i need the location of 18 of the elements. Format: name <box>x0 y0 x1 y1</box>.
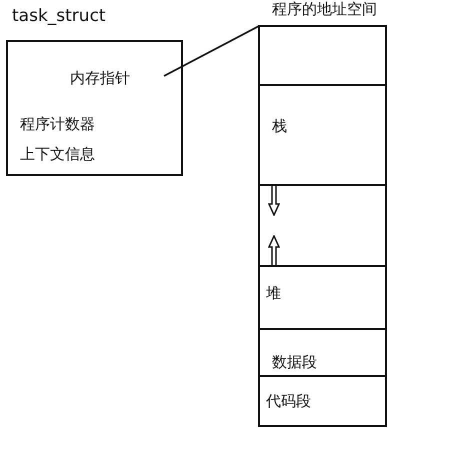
address-space-column <box>258 2 387 426</box>
field-label: 上下文信息 <box>20 144 120 164</box>
segment-label: 栈 <box>272 116 287 136</box>
segment-label: 堆 <box>266 283 281 303</box>
memory-segment <box>258 328 387 377</box>
field-label: 程序计数器 <box>20 114 120 134</box>
segment-label: 数据段 <box>272 352 317 372</box>
connector-line <box>164 25 260 77</box>
segment-label: 代码段 <box>266 391 311 411</box>
field-label: 内存指针 <box>70 68 166 88</box>
memory-segment <box>258 265 387 330</box>
empty-segment <box>258 25 387 86</box>
memory-segment <box>258 84 387 186</box>
struct-box <box>6 8 183 176</box>
empty-segment <box>258 184 387 267</box>
box-heading: task_struct <box>12 8 106 25</box>
memory-segment <box>258 375 387 427</box>
box-heading: 程序的地址空间 <box>272 2 377 17</box>
